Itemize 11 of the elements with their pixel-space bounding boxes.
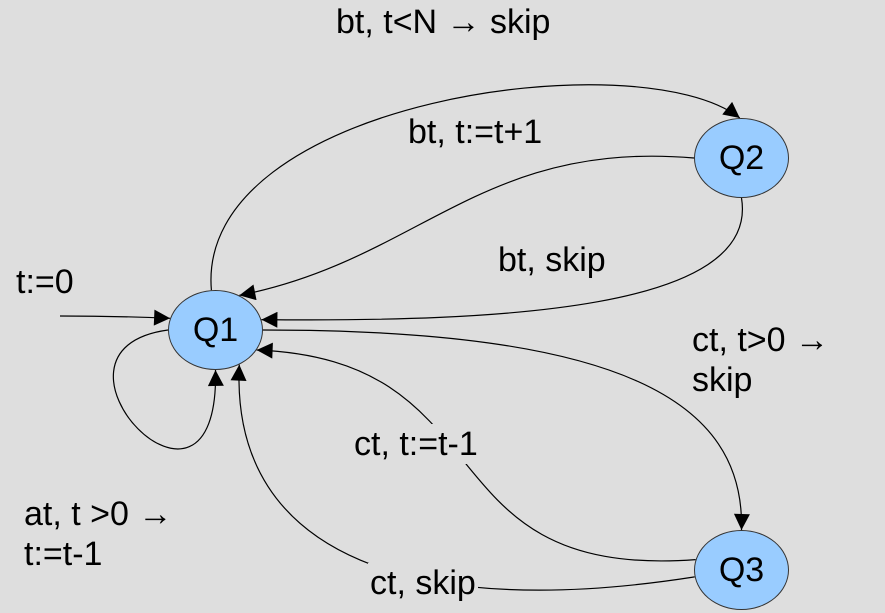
state-name: Q3	[718, 550, 764, 590]
arrow	[210, 84, 740, 290]
arrow	[239, 156, 694, 300]
arrow	[113, 329, 222, 449]
arrow	[256, 344, 696, 561]
edge-label: ct, skip	[368, 563, 478, 603]
arrow	[60, 310, 170, 326]
arrow	[261, 198, 742, 328]
state-name: Q2	[718, 138, 764, 178]
arrow	[262, 329, 749, 530]
state-name: Q1	[192, 310, 238, 350]
